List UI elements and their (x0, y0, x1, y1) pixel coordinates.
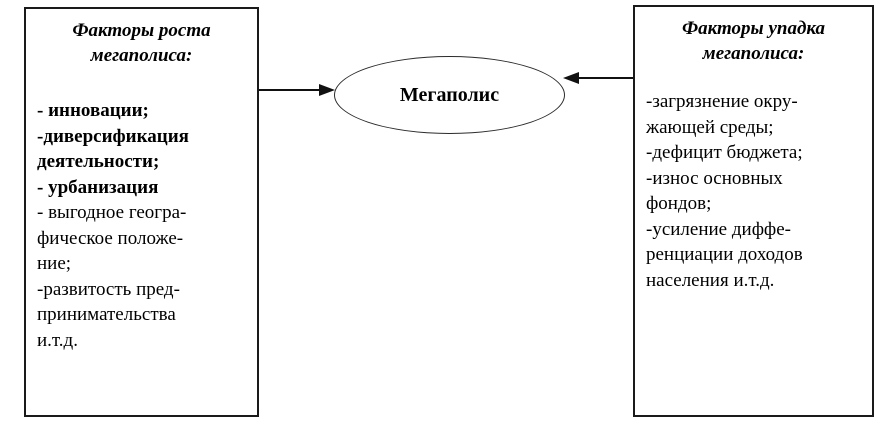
decline-factors-list: -загрязнение окру-жающей среды; -дефицит … (635, 66, 872, 293)
decline-factor-line: -усиление диффе- (646, 218, 791, 240)
decline-factors-header: Факторы упадка мегаполиса: (635, 7, 872, 66)
growth-factor-line: деятельности; (37, 151, 160, 172)
growth-factor-line: - урбанизация (37, 176, 159, 198)
decline-factor-line: -загрязнение окру- (646, 91, 798, 112)
megapolis-ellipse: Мегаполис (334, 56, 565, 134)
growth-factor-line: -диверсификация (37, 125, 189, 147)
growth-factor-line: - выгодное геогра- (37, 202, 187, 223)
growth-factors-box: Факторы роста мегаполиса: - инновации; -д… (24, 7, 259, 417)
decline-factor-line: -дефицит бюджета; (646, 142, 803, 163)
arrow-head-right-icon (319, 84, 335, 96)
growth-factor-line: ние; (37, 253, 72, 274)
megapolis-label: Мегаполис (399, 83, 500, 106)
decline-factor-line: фондов; (646, 193, 712, 214)
arrow-decline-to-megapolis (563, 72, 635, 84)
arrow-head-left-icon (563, 72, 579, 84)
growth-header-line-2: мегаполиса: (90, 45, 193, 66)
decline-factor-line: -износ основных (646, 167, 783, 189)
arrow-growth-to-megapolis (259, 84, 335, 96)
growth-header-line-1: Факторы роста (72, 20, 211, 41)
growth-factor-line: и.т.д. (37, 329, 78, 351)
growth-factor-line: принимательства (37, 304, 176, 325)
decline-header-line-2: мегаполиса: (702, 43, 805, 64)
decline-factors-box: Факторы упадка мегаполиса: -загрязнение … (633, 5, 874, 417)
decline-factor-line: жающей среды; (646, 116, 774, 138)
growth-factor-line: - инновации; (37, 100, 149, 121)
decline-factor-line: населения и.т.д. (646, 269, 775, 291)
growth-factor-line: -развитость пред- (37, 278, 180, 300)
arrow-shaft (259, 89, 321, 92)
decline-factor-line: ренциации доходов (646, 244, 803, 265)
growth-factor-line: фическое положе- (37, 227, 184, 249)
growth-factors-list: - инновации; -диверсификация деятельности;… (26, 68, 257, 353)
growth-factors-header: Факторы роста мегаполиса: (26, 9, 257, 68)
arrow-shaft (573, 77, 635, 80)
decline-header-line-1: Факторы упадка (681, 18, 826, 39)
